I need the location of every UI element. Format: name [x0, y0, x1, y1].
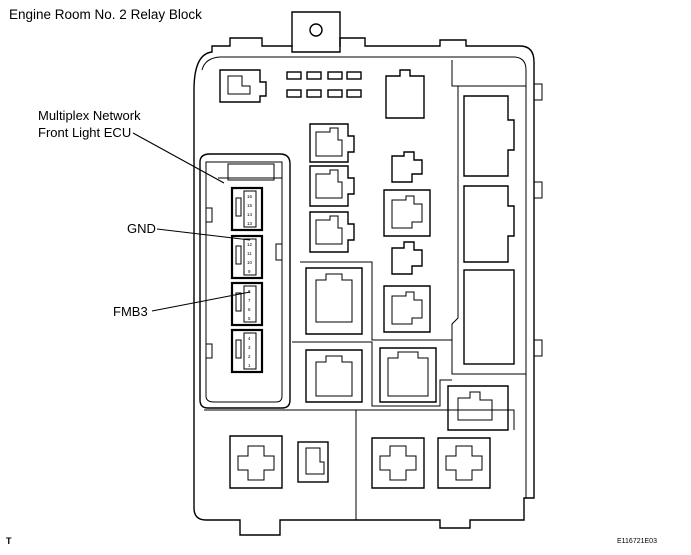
- pin-12: 12: [247, 242, 253, 247]
- relay-lower-3-inner: [457, 391, 493, 421]
- pin-block-fmb3-key: [235, 292, 242, 312]
- right-tab-3: [534, 339, 543, 357]
- relay-m1: [309, 123, 355, 163]
- right-connector-1: [463, 95, 515, 177]
- right-tab-1: [534, 83, 543, 101]
- fuse-slot-1: [286, 71, 302, 80]
- ecu-left-notch-1: [206, 207, 213, 223]
- pin-block-bottom-inner: [243, 332, 257, 370]
- relay-top-left-inner: [227, 75, 251, 95]
- pin-block-bottom-key: [235, 339, 242, 359]
- relay-bottom-1: [229, 435, 283, 489]
- pin-5: 5: [248, 316, 251, 321]
- relay-large-middle: [305, 267, 363, 335]
- relay-lower-3: [447, 385, 509, 431]
- pin-block-top: [230, 186, 264, 232]
- relay-m1-inner: [315, 127, 343, 157]
- fuse-slot-7: [327, 89, 343, 98]
- fuse-bottom-small: [297, 441, 329, 483]
- fuse-slot-2: [306, 71, 322, 80]
- relay-bottom-3: [437, 437, 491, 489]
- ecu-connector-inner-wall: [205, 161, 283, 403]
- relay-bottom-2: [371, 437, 425, 489]
- pin-8: 8: [248, 289, 251, 294]
- relay-m3: [309, 211, 355, 253]
- partition-lower: [292, 341, 452, 407]
- relay-top-left: [219, 69, 267, 103]
- pin-4: 4: [248, 336, 251, 341]
- leader-line-multiplex: [132, 132, 225, 184]
- relay-block-housing: [193, 37, 535, 536]
- fuse-slot-8: [346, 89, 362, 98]
- pin-1: 1: [248, 363, 251, 368]
- pin-10: 10: [247, 260, 253, 265]
- partition-right-inner: [451, 86, 526, 375]
- relay-bottom-3-cross: [445, 445, 483, 481]
- ecu-connector-slot: [227, 163, 275, 181]
- pin-block-gnd-key: [235, 245, 242, 265]
- housing-inner-rim: [201, 56, 527, 498]
- fuse-bottom-small-inner: [305, 447, 325, 475]
- pin-16: 16: [247, 194, 253, 199]
- fuse-large-top: [385, 69, 425, 119]
- partition-middle: [300, 261, 452, 341]
- pin-block-bottom: [230, 328, 264, 374]
- pin-14: 14: [247, 212, 253, 217]
- leader-line-gnd: [156, 228, 251, 241]
- pin-9: 9: [248, 269, 251, 274]
- relay-r2-inner: [391, 291, 423, 325]
- pin-block-gnd: [230, 234, 264, 280]
- relay-lower-2: [379, 347, 437, 403]
- partition-bottom: [204, 409, 515, 430]
- pin-6: 6: [248, 307, 251, 312]
- mounting-hole: [309, 23, 323, 37]
- mounting-tab: [291, 11, 341, 47]
- pin-block-fmb3: [230, 281, 264, 327]
- diagram-title: Engine Room No. 2 Relay Block: [9, 7, 202, 22]
- relay-large-middle-inner: [315, 273, 353, 323]
- relay-bottom-1-cross: [237, 445, 275, 481]
- pin-3: 3: [248, 345, 251, 350]
- right-connector-2: [463, 185, 515, 263]
- pin-block-fmb3-inner: [243, 285, 257, 323]
- fuse-slot-4: [346, 71, 362, 80]
- front-light-ecu-label: Front Light ECU: [38, 125, 132, 140]
- pin-15: 15: [247, 203, 253, 208]
- relay-lower-1: [305, 349, 363, 403]
- ecu-connector-housing: [199, 153, 291, 409]
- leader-line-fmb3: [151, 291, 251, 312]
- figure-code: E116721E03: [617, 538, 657, 545]
- relay-lower-2-inner: [387, 351, 429, 397]
- relay-m3-inner: [315, 215, 343, 245]
- ecu-left-notch-2: [206, 343, 213, 359]
- fmb3-label: FMB3: [113, 304, 148, 319]
- small-relay-2: [391, 241, 423, 275]
- pin-11: 11: [247, 251, 252, 256]
- multiplex-network-label: Multiplex Network: [38, 108, 141, 123]
- fuse-slot-5: [286, 89, 302, 98]
- small-relay-1: [391, 151, 423, 183]
- relay-m2-inner: [315, 169, 343, 199]
- right-connector-3: [463, 269, 515, 365]
- partition-right-column: [451, 60, 526, 87]
- relay-r1: [383, 189, 431, 237]
- relay-r2: [383, 285, 431, 333]
- relay-r1-inner: [391, 195, 423, 229]
- pin-7: 7: [248, 298, 251, 303]
- corner-mark: T: [6, 536, 12, 546]
- relay-m2: [309, 165, 355, 207]
- pin-block-top-inner: [243, 190, 257, 228]
- pin-13: 13: [247, 221, 253, 226]
- relay-lower-1-inner: [315, 355, 353, 397]
- fuse-slot-3: [327, 71, 343, 80]
- right-tab-2: [534, 181, 543, 199]
- ecu-right-notch-1: [275, 243, 282, 261]
- gnd-label: GND: [127, 221, 156, 236]
- fuse-slot-6: [306, 89, 322, 98]
- pin-2: 2: [248, 354, 251, 359]
- pin-block-top-key: [235, 197, 242, 217]
- relay-bottom-2-cross: [379, 445, 417, 481]
- pin-block-gnd-inner: [243, 238, 257, 276]
